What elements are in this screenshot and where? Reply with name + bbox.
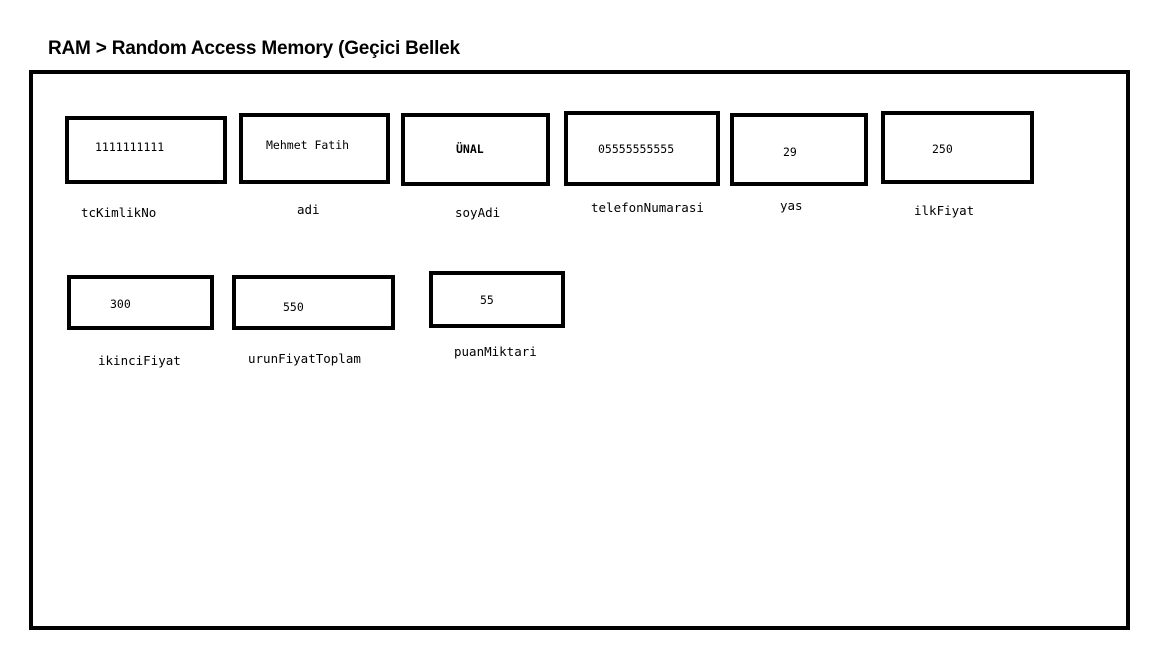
memory-cell-adi	[239, 113, 390, 184]
var-label-adi: adi	[297, 202, 320, 217]
diagram-title: RAM > Random Access Memory (Geçici Belle…	[48, 38, 460, 59]
memory-cell-tckimlikno	[65, 116, 227, 184]
var-label-ikincifiyat: ikinciFiyat	[98, 353, 181, 368]
var-label-tckimlikno: tcKimlikNo	[81, 205, 157, 220]
cell-value-telefonnumarasi: 05555555555	[598, 142, 675, 156]
memory-cell-telefonnumarasi	[564, 111, 720, 186]
cell-value-soyadi: ÜNAL	[456, 142, 484, 156]
var-label-yas: yas	[780, 198, 803, 213]
var-label-soyadi: soyAdi	[455, 205, 501, 220]
cell-value-ikincifiyat: 300	[110, 297, 131, 311]
var-label-telefonnumarasi: telefonNumarasi	[591, 200, 704, 215]
memory-cell-ilkfiyat	[881, 111, 1034, 184]
memory-cell-puanmiktari	[429, 271, 565, 328]
cell-value-puanmiktari: 55	[480, 293, 494, 307]
cell-value-yas: 29	[783, 145, 797, 159]
ram-frame	[29, 70, 1130, 630]
cell-value-ilkfiyat: 250	[932, 142, 953, 156]
memory-cell-urunfiyattoplam	[232, 275, 395, 330]
var-label-ilkfiyat: ilkFiyat	[914, 203, 975, 218]
var-label-urunfiyattoplam: urunFiyatToplam	[248, 351, 361, 366]
cell-value-tckimlikno: 1111111111	[95, 140, 165, 154]
cell-value-urunfiyattoplam: 550	[283, 300, 304, 314]
memory-cell-soyadi	[401, 113, 550, 186]
memory-cell-yas	[730, 113, 868, 186]
var-label-puanmiktari: puanMiktari	[454, 344, 537, 359]
cell-value-adi: Mehmet Fatih	[266, 138, 350, 152]
memory-cell-ikincifiyat	[67, 275, 214, 330]
